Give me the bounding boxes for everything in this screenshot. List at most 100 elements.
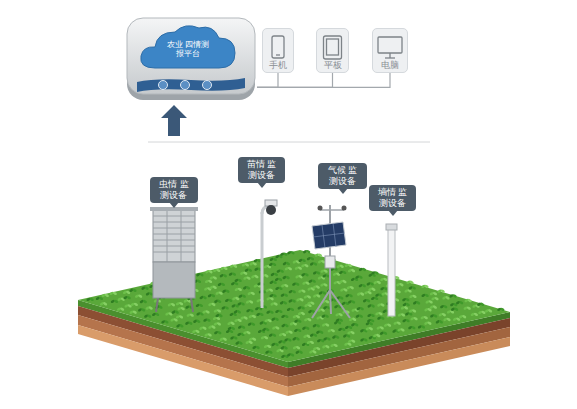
crop-leaf (133, 302, 138, 306)
insect-trap-device (150, 207, 198, 312)
crop-leaf (246, 276, 251, 280)
callout-pointer (169, 202, 179, 208)
callout-pointer (388, 210, 398, 216)
crop-leaf (207, 333, 212, 337)
crop-leaf (325, 300, 330, 304)
crop-leaf (413, 316, 418, 320)
crop-leaf (272, 293, 277, 297)
crop-leaf (211, 293, 216, 297)
callout-label: 苗情 监测设备 (238, 157, 285, 183)
crop-leaf (234, 281, 239, 285)
crop-leaf (273, 302, 278, 306)
crop-leaf (284, 314, 289, 318)
crop-leaf (268, 288, 273, 292)
crop-leaf (378, 311, 383, 315)
separator-line (148, 142, 430, 143)
crop-leaf (380, 316, 385, 320)
crop-leaf (237, 287, 242, 291)
crop-leaf (324, 314, 329, 318)
crop-leaf (438, 320, 443, 324)
crop-leaf (412, 309, 417, 313)
crop-leaf (325, 323, 330, 327)
crop-leaf (322, 291, 327, 295)
platform-name: 农业 四情测报平台 (164, 40, 212, 59)
crop-leaf (250, 291, 255, 295)
crop-leaf (208, 279, 213, 283)
crop-leaf (273, 272, 278, 276)
crop-leaf (196, 319, 201, 323)
crop-leaf (222, 337, 227, 341)
crop-leaf (434, 296, 439, 300)
crop-leaf (462, 314, 467, 318)
crop-leaf (290, 307, 295, 311)
crop-leaf (202, 295, 207, 299)
crop-leaf (272, 333, 277, 337)
crop-leaf (189, 313, 194, 317)
crop-leaf (297, 319, 302, 323)
crop-leaf (287, 338, 292, 342)
crop-leaf (246, 330, 251, 334)
crop-leaf (323, 283, 328, 287)
crop-leaf (311, 279, 316, 283)
crop-leaf (423, 315, 428, 319)
crop-leaf (218, 313, 223, 317)
crop-leaf (342, 270, 347, 274)
device-box: 电脑 (372, 28, 408, 73)
crop-leaf (362, 267, 367, 271)
callout-label: 气候 监测设备 (318, 163, 367, 189)
crop-leaf (278, 277, 283, 281)
crop-leaf (158, 305, 163, 309)
crop-leaf (383, 331, 388, 335)
crop-leaf (304, 263, 309, 267)
crop-leaf (198, 303, 203, 307)
crop-leaf (222, 273, 227, 277)
crop-leaf (342, 279, 347, 283)
crop-leaf (295, 337, 300, 341)
crop-leaf (255, 345, 260, 349)
crop-leaf (267, 344, 272, 348)
weather-station-device (312, 205, 350, 318)
crop-leaf (316, 271, 321, 275)
crop-leaf (132, 288, 137, 292)
network-link (257, 73, 278, 87)
crop-leaf (174, 310, 179, 314)
crop-leaf (374, 296, 379, 300)
crop-leaf (231, 272, 236, 276)
crop-leaf (379, 326, 384, 330)
crop-leaf (299, 298, 304, 302)
crop-leaf (216, 322, 221, 326)
crop-leaf (180, 306, 185, 310)
crop-leaf (283, 293, 288, 297)
crop-leaf (424, 284, 429, 288)
crop-leaf (246, 286, 251, 290)
crop-leaf (354, 323, 359, 327)
crop-leaf (405, 318, 410, 322)
crop-leaf (440, 289, 445, 293)
crop-leaf (347, 263, 352, 267)
crop-leaf (309, 340, 314, 344)
crop-leaf (359, 306, 364, 310)
crop-leaf (202, 326, 207, 330)
crop-leaf (188, 321, 193, 325)
crop-leaf (263, 335, 268, 339)
crop-leaf (195, 329, 200, 333)
crop-leaf (244, 263, 249, 267)
crop-leaf (466, 306, 471, 310)
crop-leaf (360, 292, 365, 296)
crop-leaf (249, 300, 254, 304)
crop-leaf (295, 314, 300, 318)
crop-leaf (395, 275, 400, 279)
crop-leaf (351, 268, 356, 272)
crop-leaf (284, 283, 289, 287)
crop-leaf (283, 252, 288, 256)
cloud-platform-shape (125, 16, 257, 102)
crop-leaf (326, 337, 331, 341)
crop-leaf (416, 301, 421, 305)
crop-leaf (307, 317, 312, 321)
crop-leaf (269, 296, 274, 300)
callout-pointer (257, 182, 267, 188)
network-link (257, 73, 333, 87)
crop-leaf (199, 272, 204, 276)
crop-leaf (285, 275, 290, 279)
crop-leaf (297, 328, 302, 332)
